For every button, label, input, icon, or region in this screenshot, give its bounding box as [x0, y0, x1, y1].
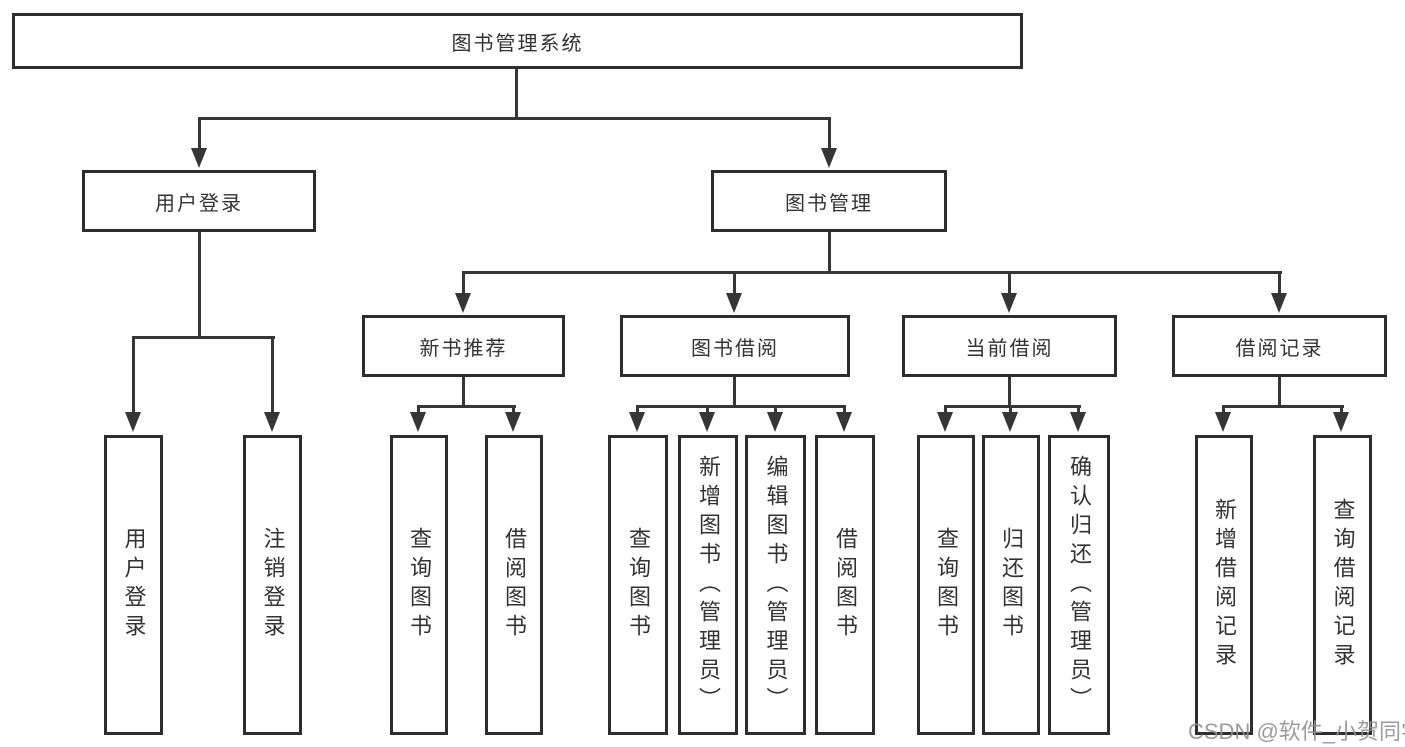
leaf-bb-borrow-books: 借阅图书	[815, 435, 875, 735]
leaf-bb-add-books-admin: 新增图书（管理员）	[678, 435, 738, 735]
connector-currentborrow-rail	[944, 405, 1081, 408]
arrow-to-br-query	[1333, 412, 1349, 432]
connector-bookborrow-drop	[733, 377, 736, 408]
connector-stub-bb1	[636, 405, 639, 414]
leaf-cb-query-books-label: 查询图书	[934, 527, 959, 643]
connector-stub-user-login	[198, 117, 201, 150]
node-book-borrow-label: 图书借阅	[691, 337, 779, 360]
leaf-nb-query-books-label: 查询图书	[407, 527, 432, 643]
arrow-to-leaf-login	[125, 412, 141, 432]
node-book-mgmt-label: 图书管理	[785, 192, 873, 215]
node-root: 图书管理系统	[12, 13, 1023, 69]
connector-stub-book-borrow	[733, 271, 736, 296]
leaf-cb-confirm-return-admin: 确认归还（管理员）	[1048, 435, 1110, 735]
arrow-to-user-login	[191, 148, 207, 168]
connector-stub-leaf-logout	[271, 336, 274, 414]
leaf-nb-borrow-books: 借阅图书	[485, 435, 543, 735]
connector-stub-br1	[1222, 405, 1225, 414]
arrow-to-br-add	[1215, 412, 1231, 432]
leaf-br-query-record: 查询借阅记录	[1313, 435, 1372, 735]
node-current-borrow: 当前借阅	[902, 315, 1117, 377]
leaf-cb-confirm-return-admin-label: 确认归还（管理员）	[1067, 454, 1092, 716]
connector-stub-cb3	[1077, 405, 1080, 414]
arrow-to-cb-return	[1002, 412, 1018, 432]
node-user-login-label: 用户登录	[155, 192, 243, 215]
arrow-to-book-borrow	[726, 293, 742, 313]
arrow-to-bb-query	[629, 412, 645, 432]
connector-stub-bb3	[774, 405, 777, 414]
connector-stub-bb2	[706, 405, 709, 414]
connector-bookborrow-rail	[636, 405, 846, 408]
connector-stub-cb1	[944, 405, 947, 414]
leaf-br-add-record-label: 新增借阅记录	[1212, 498, 1237, 672]
connector-root-drop	[515, 69, 518, 118]
arrow-to-borrow-records	[1271, 293, 1287, 313]
arrow-to-bb-borrow	[836, 412, 852, 432]
connector-newbook-drop	[462, 377, 465, 408]
connector-stub-cb2	[1009, 405, 1012, 414]
leaf-cb-return-books: 归还图书	[982, 435, 1040, 735]
arrow-to-current-borrow	[1001, 293, 1017, 313]
leaf-bb-borrow-books-label: 借阅图书	[833, 527, 858, 643]
leaf-nb-query-books: 查询图书	[390, 435, 448, 735]
connector-stub-bb4	[843, 405, 846, 414]
leaf-bb-query-books-label: 查询图书	[626, 527, 651, 643]
leaf-bb-add-books-admin-label: 新增图书（管理员）	[696, 454, 721, 716]
leaf-nb-borrow-books-label: 借阅图书	[502, 527, 527, 643]
connector-stub-leaf-login	[132, 336, 135, 414]
arrow-to-cb-query	[937, 412, 953, 432]
connector-stub-book-mgmt	[828, 117, 831, 150]
arrow-to-book-mgmt	[821, 148, 837, 168]
leaf-bb-query-books: 查询图书	[608, 435, 668, 735]
leaf-logout: 注销登录	[243, 435, 302, 735]
connector-stub-borrow-records	[1278, 271, 1281, 296]
connector-userlogin-drop	[198, 232, 201, 337]
arrow-to-nb-query	[410, 412, 426, 432]
connector-bookmgmt-drop	[828, 232, 831, 272]
arrow-to-leaf-logout	[264, 412, 280, 432]
leaf-cb-return-books-label: 归还图书	[999, 527, 1024, 643]
connector-stub-br2	[1340, 405, 1343, 414]
node-borrow-records: 借阅记录	[1172, 315, 1387, 377]
connector-stub-new-book	[462, 271, 465, 296]
leaf-bb-edit-books-admin-label: 编辑图书（管理员）	[763, 454, 789, 716]
arrow-to-bb-edit	[767, 412, 783, 432]
leaf-cb-query-books: 查询图书	[917, 435, 975, 735]
csdn-watermark: CSDN @软件_小贺同学	[1188, 719, 1405, 744]
leaf-bb-edit-books-admin: 编辑图书（管理员）	[745, 435, 806, 735]
node-new-book-recommend: 新书推荐	[362, 315, 565, 377]
connector-stub-nb2	[512, 405, 515, 414]
connector-currentborrow-drop	[1008, 377, 1011, 408]
arrow-to-cb-confirm	[1070, 412, 1086, 432]
connector-root-rail	[198, 117, 831, 120]
leaf-user-login: 用户登录	[104, 435, 163, 735]
leaf-br-query-record-label: 查询借阅记录	[1330, 498, 1356, 672]
node-book-borrow: 图书借阅	[620, 315, 850, 377]
connector-stub-current-borrow	[1008, 271, 1011, 296]
node-root-label: 图书管理系统	[451, 32, 584, 55]
connector-userlogin-rail	[132, 336, 275, 339]
connector-records-drop	[1278, 377, 1281, 408]
leaf-br-add-record: 新增借阅记录	[1195, 435, 1253, 735]
arrow-to-nb-borrow	[505, 412, 521, 432]
arrow-to-new-book	[455, 293, 471, 313]
connector-records-rail	[1222, 405, 1344, 408]
arrow-to-bb-add	[699, 412, 715, 432]
node-user-login: 用户登录	[82, 170, 316, 232]
node-borrow-records-label: 借阅记录	[1235, 337, 1324, 360]
leaf-logout-label: 注销登录	[260, 527, 286, 643]
connector-newbook-rail	[417, 405, 516, 408]
node-new-book-recommend-label: 新书推荐	[419, 337, 508, 360]
leaf-user-login-label: 用户登录	[121, 527, 147, 643]
node-book-mgmt: 图书管理	[711, 170, 947, 232]
node-current-borrow-label: 当前借阅	[965, 337, 1054, 360]
connector-bookmgmt-rail	[462, 271, 1282, 274]
connector-stub-nb1	[417, 405, 420, 414]
